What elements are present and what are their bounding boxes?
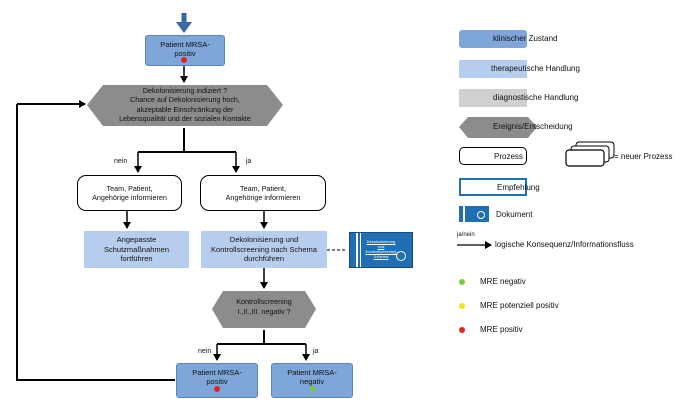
decision-text: Dekolonisierung indiziert ? Chance auf D… [100,86,270,124]
mre-negative-dot [310,386,316,392]
start-state-label: Patient MRSA-positiv [160,40,210,59]
screening-title: Kontrollscreening [236,297,292,306]
decision-line: Lebensqualität und der sozialen Kontakte [119,114,251,124]
decision-hexagon [87,85,283,126]
screening-text: Kontrollscreening I.,II.,III. negativ ? [222,297,306,316]
therapy-left: Angepasste Schutzmaßnahmen fortführen [84,231,189,268]
process-left-label: Team, Patient, Angehörige informieren [92,184,167,202]
legend-mre-negative-label: MRE negativ [480,277,526,286]
legend-red-dot [459,327,465,333]
legend-event-swatch [459,117,537,138]
info-icon [396,251,406,261]
label-yes: ja [246,158,252,165]
screening-hexagon [212,291,316,328]
legend-mre-potential-label: MRE potenziell positiv [480,301,559,310]
legend-process-swatch [459,147,527,165]
therapy-left-label: Angepasste Schutzmaßnahmen fortführen [103,235,170,264]
end-state-negative: Patient MRSA-negativ [271,363,353,398]
decision-line: akzeptable Einschränkung der [136,104,234,114]
process-left: Team, Patient, Angehörige informieren [77,175,182,211]
process-right: Team, Patient, Angehörige informieren [200,175,326,211]
legend-new-process-label: = neuer Prozess [614,152,673,161]
label-no: nein [114,158,128,165]
legend-event-label: Ereignis/Entscheidung [493,122,573,131]
legend-diagnostic-label: diagnostische Handlung [493,93,579,102]
legend-document-label: Dokument [496,210,533,219]
legend-state-label: klinischer Zustand [493,34,558,43]
decision-title: Dekolonisierung indiziert ? [142,86,228,95]
process-right-label: Team, Patient, Angehörige informieren [225,184,301,202]
end-right-label: Patient MRSA-negativ [287,368,337,387]
legend-arrow-label: logische Konsequenz/Informationsfluss [495,240,634,249]
legend-therapy-swatch [459,60,527,78]
legend-yellow-dot [459,303,465,309]
document-box: Dekolonisierung und Kontrollscreening Sc… [349,232,413,268]
screening-sub: I.,II.,III. negativ ? [237,306,291,316]
label-yes-2: ja [313,348,319,355]
decision-line: Chance auf Dekolonisierung hoch, [130,95,240,105]
legend-green-dot [459,279,465,285]
legend-state-swatch [459,30,527,48]
info-icon [477,211,485,219]
legend-mre-positive-label: MRE positiv [480,325,523,334]
therapy-right-label: Dekolonisierung und Kontrollscreening na… [211,235,317,264]
mre-positive-dot [181,57,187,63]
end-state-positive: Patient MRSA-positiv [176,363,258,398]
end-left-label: Patient MRSA-positiv [192,368,242,387]
mre-positive-dot [214,386,220,392]
legend-therapy-label: therapeutische Handlung [491,64,580,73]
legend-arrow-tag: ja/nein [457,232,475,238]
legend-recommendation-swatch [459,178,527,196]
legend-process-label: Prozess [494,152,523,161]
therapy-right: Dekolonisierung und Kontrollscreening na… [201,231,327,268]
document-text: Dekolonisierung und Kontrollscreening Sc… [365,239,397,259]
label-no-2: nein [198,348,212,355]
legend-diagnostic-swatch [459,89,527,107]
legend-recommendation-label: Empfehlung [497,183,540,192]
legend-document-swatch [459,206,489,222]
